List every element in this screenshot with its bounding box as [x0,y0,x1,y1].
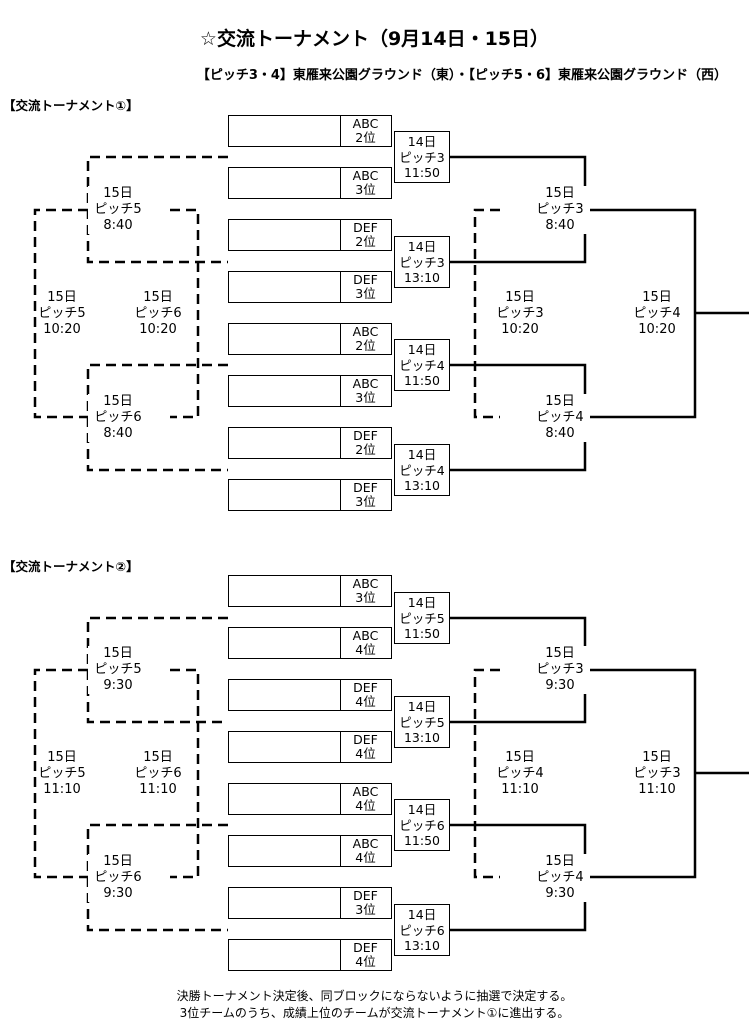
team-name [229,428,341,458]
footer-note-2: 3位チームのうち、成績上位のチームが交流トーナメント①に進出する。 [179,1006,570,1020]
footer-notes: 決勝トーナメント決定後、同ブロックにならないように抽選で決定する。 3位チームの… [0,988,749,1022]
page-title: ☆交流トーナメント（9月14日・15日） [199,28,550,50]
team-name [229,940,341,970]
team-name [229,784,341,814]
tournament-2-label: 【交流トーナメント②】 [3,559,139,574]
team-name [229,376,341,406]
team-name [229,220,341,250]
footer-note-1: 決勝トーナメント決定後、同ブロックにならないように抽選で決定する。 [176,989,573,1003]
team-name [229,576,341,606]
team-name [229,836,341,866]
team-name [229,732,341,762]
team-name [229,888,341,918]
team-name [229,628,341,658]
team-name [229,272,341,302]
team-name [229,680,341,710]
team-name [229,116,341,146]
team-name [229,480,341,510]
team-name [229,168,341,198]
tournament-1-label: 【交流トーナメント①】 [3,98,139,113]
team-name [229,324,341,354]
venue-info: 【ピッチ3・4】東雁来公園グラウンド（東）・【ピッチ5・6】東雁来公園グラウンド… [196,68,727,83]
